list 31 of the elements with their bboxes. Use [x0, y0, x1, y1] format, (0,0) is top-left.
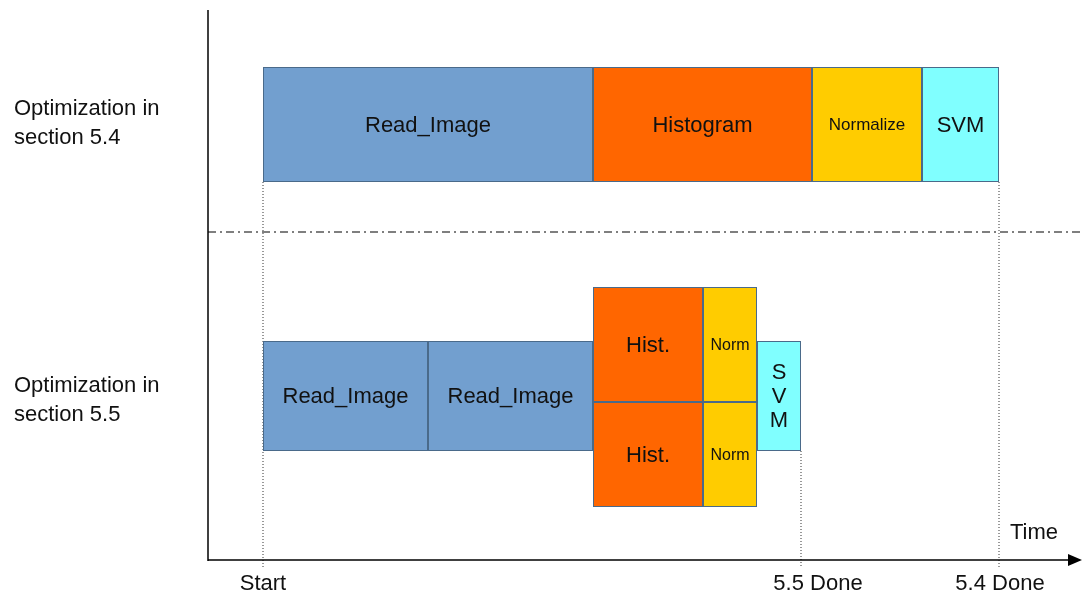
guide-line [262, 181, 264, 569]
task-label: Normalize [828, 114, 906, 135]
task-bar [703, 287, 757, 402]
row-label: Optimization in section 5.4 [14, 94, 161, 151]
task-label: Read_Image [447, 383, 574, 409]
guide-line [800, 450, 802, 569]
task-bar [263, 67, 593, 182]
axis-label: 5.4 Done [955, 570, 1045, 596]
task-bar [428, 341, 593, 451]
task-bar [593, 402, 703, 507]
task-label: Norm [710, 445, 750, 464]
task-bar [593, 287, 703, 402]
task-bar [812, 67, 922, 182]
task-bar [263, 341, 428, 451]
task-label: Read_Image [365, 111, 491, 138]
task-bar [703, 402, 757, 507]
axis-label: Time [1010, 518, 1059, 546]
task-label: Hist. [626, 331, 670, 358]
axis-label: Start [239, 570, 287, 596]
guide-line [998, 181, 1000, 569]
task-bar [757, 341, 801, 451]
task-label: SVM [768, 359, 790, 433]
task-label: SVM [936, 111, 985, 138]
task-label: Read_Image [282, 383, 409, 409]
row-label: Optimization in section 5.5 [14, 371, 161, 428]
task-label: Hist. [626, 441, 670, 468]
axis-label: 5.5 Done [773, 570, 863, 596]
task-label: Norm [710, 335, 750, 354]
task-label: Histogram [652, 111, 753, 138]
task-bar [922, 67, 999, 182]
task-bar [593, 67, 812, 182]
